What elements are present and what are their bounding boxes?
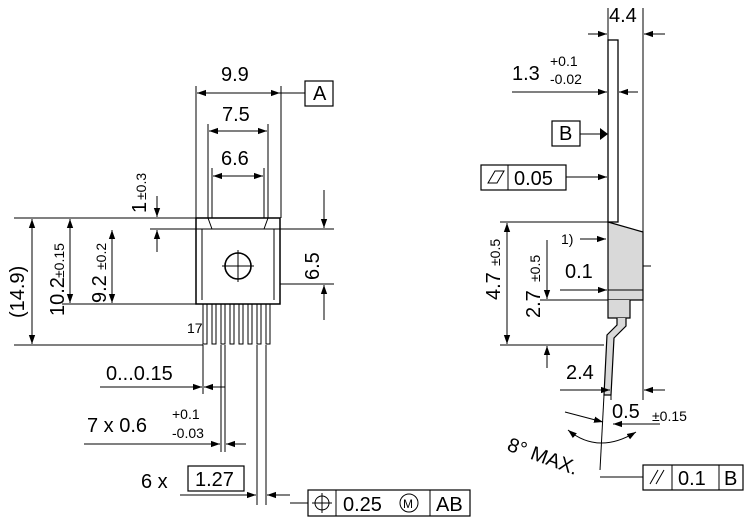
datum-b-triangle — [600, 128, 608, 140]
side-dim-27: 2.7 — [523, 290, 545, 318]
datum-b-box — [551, 120, 581, 147]
parallelism-value: 0.1 — [678, 468, 706, 490]
side-dim-lead-thk-tol: ±0.15 — [652, 408, 687, 424]
dim-hole-height: 6.5 — [302, 252, 324, 280]
dim-tab-height-tol: ±0.3 — [133, 173, 149, 200]
side-body — [607, 221, 644, 301]
dim-width-overall: 9.9 — [221, 64, 249, 86]
datum-b-label: B — [559, 123, 572, 145]
side-dim-tab-tol-plus: +0.1 — [550, 53, 578, 69]
pin-number-label: 17 — [187, 320, 203, 336]
dim-pin-width-tol-minus: -0.03 — [172, 425, 204, 441]
dim-width-mid: 7.5 — [222, 104, 250, 126]
side-dim-overall: 4.4 — [609, 5, 637, 27]
side-dim-47: 4.7 — [483, 272, 505, 300]
flatness-value: 0.05 — [514, 168, 553, 190]
side-dim-tab: 1.3 — [512, 63, 540, 85]
heatsink-tab — [607, 39, 619, 223]
dim-inner-height: 9.2 — [89, 275, 111, 303]
dim-offset: 0...0.15 — [106, 363, 173, 385]
dim-pitch-value: 1.27 — [195, 469, 234, 491]
dim-pitch-prefix: 6 x — [141, 471, 168, 493]
dim-width-inner: 6.6 — [221, 148, 249, 170]
side-dim-27-tol: ±0.5 — [527, 255, 543, 282]
datum-a-label: A — [313, 83, 327, 105]
side-lead — [603, 318, 627, 396]
parallelism-icon — [649, 469, 665, 485]
dim-pin-width: 7 x 0.6 — [87, 415, 147, 437]
max-material-icon: M — [399, 493, 419, 513]
parallelism-datum: B — [724, 468, 737, 490]
front-view: 17 9.9 A 7.5 6.6 1 ±0.3 (14.9) 1 — [7, 64, 471, 517]
side-view: 4.4 1.3 +0.1 -0.02 B 0.05 4.7 ±0.5 2.7 ±… — [480, 5, 744, 491]
side-dim-lead-thk: 0.5 — [612, 401, 640, 423]
position-tolerance-frame — [307, 489, 471, 517]
flatness-icon — [487, 170, 505, 184]
side-dim-tab-tol-minus: -0.02 — [550, 71, 582, 87]
dim-inner-height-tol: ±0.2 — [93, 243, 109, 270]
dim-body-height: 10.2 — [47, 277, 69, 316]
dim-tab-height: 1 — [129, 202, 151, 213]
side-lead-stub — [607, 300, 631, 319]
side-dim-gap: 0.1 — [565, 261, 593, 283]
datum-a-box — [304, 80, 334, 107]
position-icon — [312, 493, 332, 513]
parallelism-frame — [642, 464, 744, 491]
note-reference: 1) — [561, 231, 573, 247]
dim-pin-width-tol-plus: +0.1 — [172, 406, 200, 422]
dim-total-height: (14.9) — [7, 266, 29, 318]
dim-body-height-tol: ±0.15 — [51, 243, 67, 278]
svg-text:M: M — [403, 497, 413, 511]
lead-angle: 8° MAX. — [504, 434, 581, 480]
position-tol-value: 0.25 — [343, 494, 382, 516]
position-tol-datums: AB — [436, 494, 463, 516]
side-dim-47-tol: ±0.5 — [487, 239, 503, 266]
pins — [202, 303, 271, 345]
pitch-basic-box — [187, 465, 245, 492]
side-dim-lead: 2.4 — [566, 362, 594, 384]
